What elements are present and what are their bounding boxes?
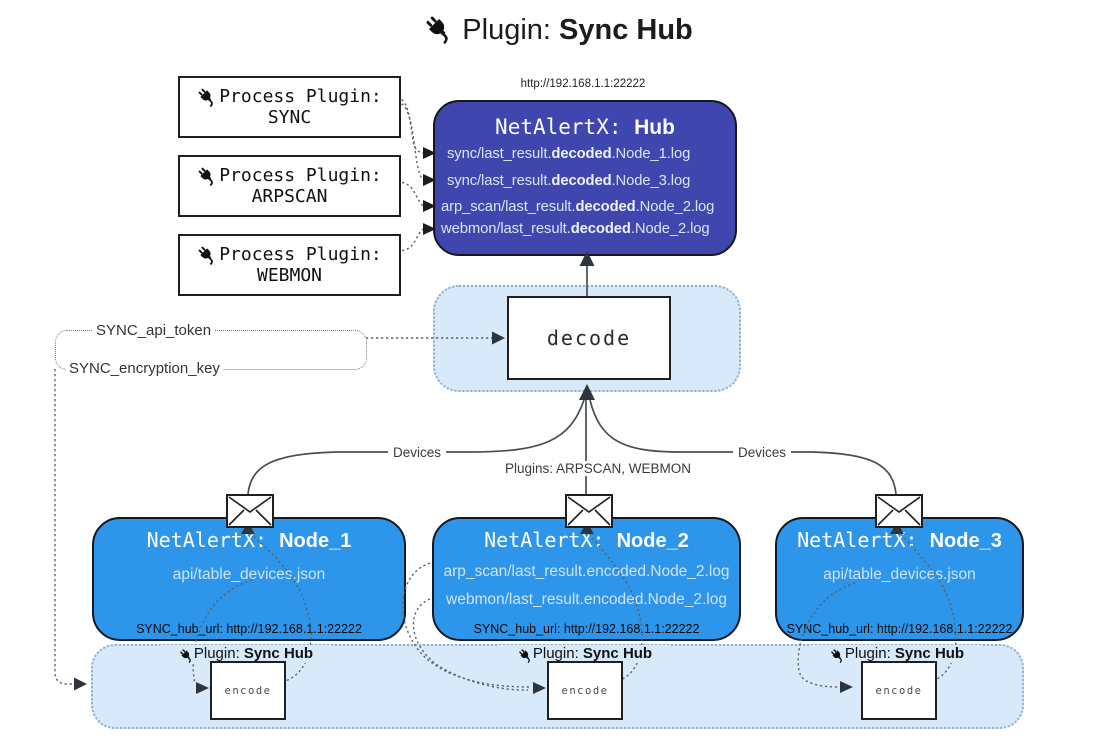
node-1-box: NetAlertX: Node_1 api/table_devices.json… [92,517,406,641]
page-title: Plugin: Sync Hub [0,14,1117,47]
node-3-file: api/table_devices.json [823,566,976,583]
node-3-hub-url: SYNC_hub_url: http://192.168.1.1:22222 [786,622,1013,636]
encoder-label-prefix: Plugin: [844,645,895,662]
plug-icon [518,648,533,663]
sync-encryption-key-label: SYNC_encryption_key [66,360,223,377]
encode-box: encode [547,661,623,720]
plug-icon [179,648,194,663]
envelope-icon [875,494,923,528]
hub-file-row: arp_scan/last_result.decoded.Node_2.log [441,199,715,215]
process-plugin-name: ARPSCAN [251,186,328,207]
page-title-bold: Sync Hub [559,14,693,46]
node-1-hub-url: SYNC_hub_url: http://192.168.1.1:22222 [136,622,362,636]
process-plugin-label: Process Plugin: [219,86,382,107]
hub-box: NetAlertX: Hub sync/last_result.decoded.… [433,100,737,256]
hub-title: NetAlertX: Hub [495,115,675,139]
process-plugin-arpscan-box: Process Plugin: ARPSCAN [178,155,401,217]
node-2-title: NetAlertX: Node_2 [484,528,689,552]
page-title-prefix: Plugin: [462,14,560,46]
hub-file-row: webmon/last_result.decoded.Node_2.log [441,221,710,237]
encoder-label-bold: Sync Hub [894,645,965,662]
encoder-label-bold: Sync Hub [582,645,653,662]
node-3-title: NetAlertX: Node_3 [797,528,1002,552]
node-2-box: NetAlertX: Node_2 arp_scan/last_result.e… [432,517,741,641]
hub-file-row: sync/last_result.decoded.Node_3.log [447,173,691,189]
plugins-center-label: Plugins: ARPSCAN, WEBMON [500,461,697,476]
plug-icon [197,245,217,265]
process-plugin-label: Process Plugin: [219,165,382,186]
envelope-icon [565,494,613,528]
encode-box: encode [210,661,286,720]
node-2-hub-url: SYNC_hub_url: http://192.168.1.1:22222 [473,622,700,636]
process-plugin-sync-box: Process Plugin: SYNC [178,76,401,138]
process-plugin-name: WEBMON [256,265,323,286]
plug-icon [830,648,845,663]
node-3-box: NetAlertX: Node_3 api/table_devices.json… [775,517,1024,641]
process-plugin-name: SYNC [267,107,312,128]
envelope-icon [226,494,274,528]
devices-left-label: Devices [388,445,447,460]
node-1-file: api/table_devices.json [172,566,326,583]
encoder-label-prefix: Plugin: [193,645,244,662]
encoder-label-prefix: Plugin: [532,645,583,662]
plug-icon [424,14,454,44]
plug-icon [197,166,217,186]
process-plugin-webmon-box: Process Plugin: WEBMON [178,234,401,296]
decode-box: decode [507,296,671,380]
sync-api-token-label: SYNC_api_token [93,322,215,339]
plug-icon [197,87,217,107]
hub-file-row: sync/last_result.decoded.Node_1.log [447,146,691,162]
encode-box: encode [861,661,937,720]
encoder-label-bold: Sync Hub [243,645,314,662]
node-2-file: webmon/last_result.encoded.Node_2.log [446,591,727,608]
node-1-title: NetAlertX: Node_1 [146,528,352,552]
node-2-file: arp_scan/last_result.encoded.Node_2.log [443,563,730,580]
devices-right-label: Devices [733,445,792,460]
process-plugin-label: Process Plugin: [219,244,382,265]
hub-url-label: http://192.168.1.1:22222 [520,78,646,90]
